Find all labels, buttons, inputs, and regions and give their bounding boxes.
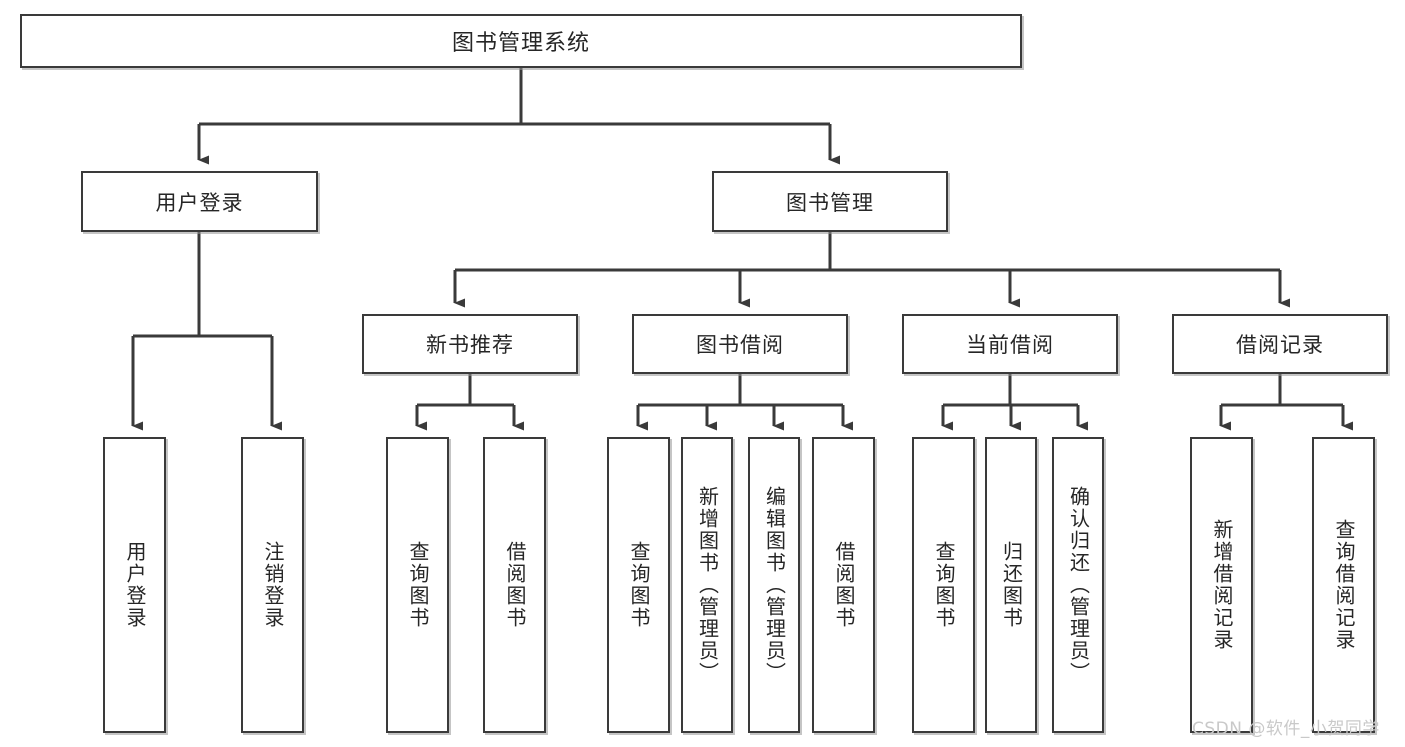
node-label: 新增图书（管理员） [695,486,720,684]
node-label: 借阅记录 [1236,333,1324,357]
leaf-add-borrow-record[interactable]: 新增借阅记录 [1190,437,1253,733]
leaf-query-book-recommend[interactable]: 查询图书 [386,437,449,733]
leaf-query-book-current[interactable]: 查询图书 [912,437,975,733]
leaf-user-login[interactable]: 用户登录 [103,437,166,733]
node-label: 新书推荐 [426,333,514,357]
node-label: 新增借阅记录 [1210,519,1234,651]
node-label: 查询图书 [932,541,956,629]
node-label: 图书管理 [786,190,874,215]
node-label: 归还图书 [999,541,1024,629]
node-root[interactable]: 图书管理系统 [20,14,1022,68]
node-user-login[interactable]: 用户登录 [81,171,318,232]
node-label: 图书借阅 [696,333,784,357]
leaf-logout[interactable]: 注销登录 [241,437,304,733]
node-current-borrow[interactable]: 当前借阅 [902,314,1118,374]
node-label: 用户登录 [123,541,147,629]
node-book-borrow[interactable]: 图书借阅 [632,314,848,374]
node-label: 查询借阅记录 [1332,519,1356,651]
leaf-add-book-admin[interactable]: 新增图书（管理员） [681,437,733,733]
node-root-label: 图书管理系统 [451,31,590,56]
csdn-watermark: CSDN @软件_小贺同学 [1192,719,1380,739]
node-label: 查询图书 [406,541,430,629]
leaf-borrow-book-recommend[interactable]: 借阅图书 [483,437,546,733]
leaf-query-book-borrow[interactable]: 查询图书 [607,437,670,733]
leaf-borrow-book[interactable]: 借阅图书 [812,437,875,733]
node-label: 查询图书 [627,541,651,629]
leaf-edit-book-admin[interactable]: 编辑图书（管理员） [748,437,800,733]
node-label: 借阅图书 [832,541,856,629]
node-new-book-recommend[interactable]: 新书推荐 [362,314,578,374]
node-label: 注销登录 [261,541,285,629]
leaf-query-borrow-record[interactable]: 查询借阅记录 [1312,437,1375,733]
node-label: 用户登录 [155,190,244,215]
node-label: 借阅图书 [503,541,527,629]
node-label: 当前借阅 [966,333,1054,357]
node-borrow-record[interactable]: 借阅记录 [1172,314,1388,374]
leaf-confirm-return-admin[interactable]: 确认归还（管理员） [1052,437,1104,733]
node-book-management[interactable]: 图书管理 [712,171,948,232]
leaf-return-book[interactable]: 归还图书 [985,437,1037,733]
node-label: 编辑图书（管理员） [762,486,787,684]
node-label: 确认归还（管理员） [1066,486,1091,684]
